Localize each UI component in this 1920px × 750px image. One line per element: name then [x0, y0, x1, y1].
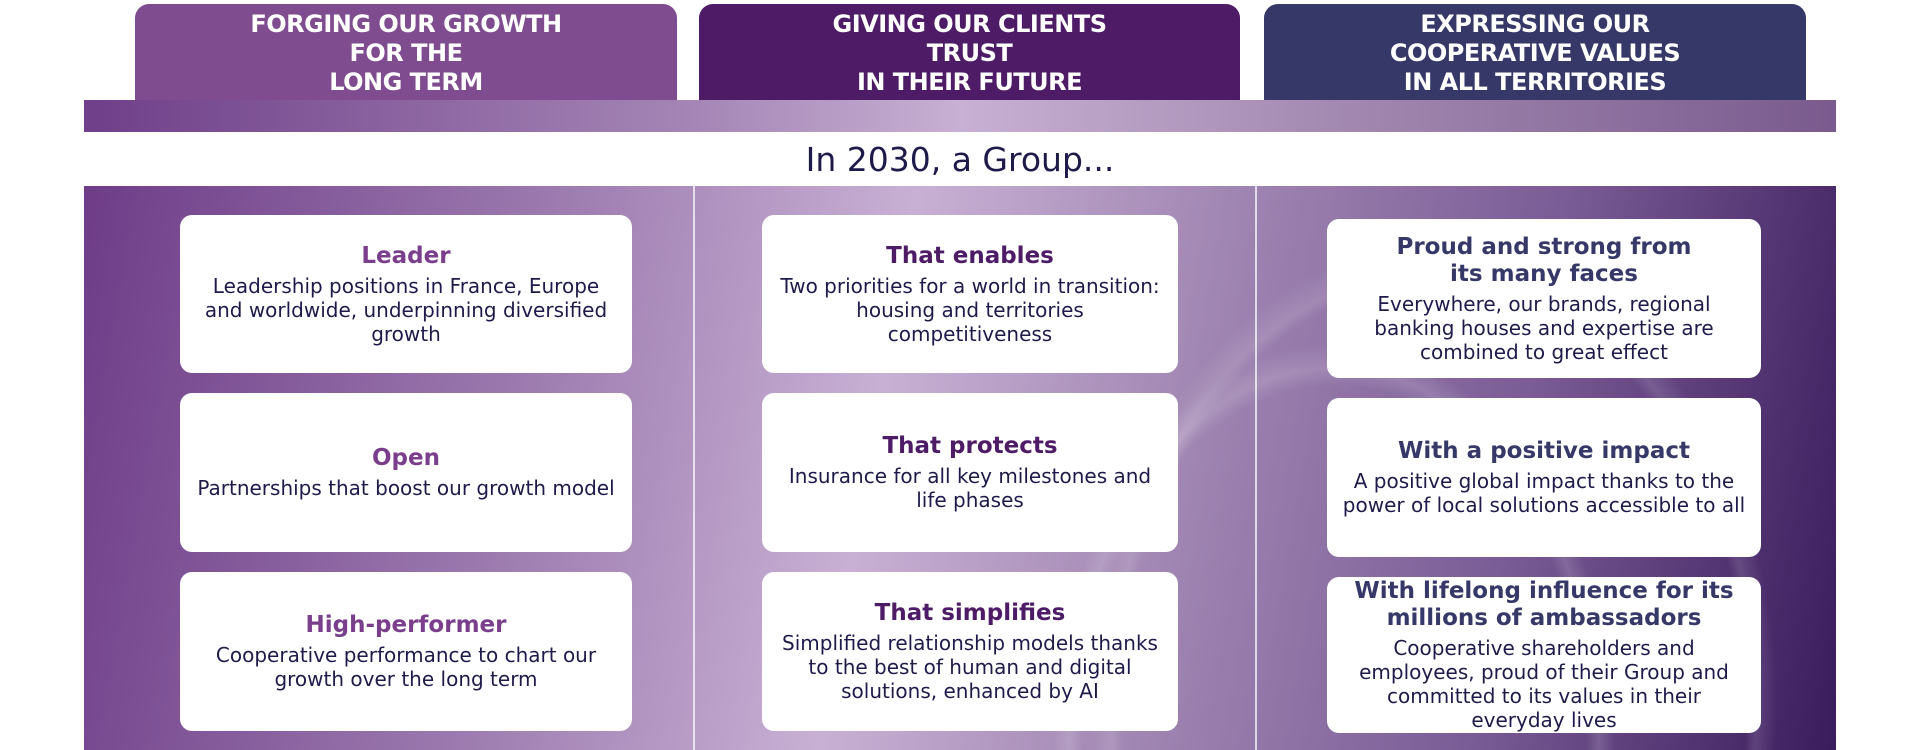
pillar-tab-growth: FORGING OUR GROWTH FOR THE LONG TERM	[135, 4, 677, 102]
card-title: Proud and strong from its many faces	[1396, 233, 1692, 287]
decorative-band	[84, 100, 1836, 132]
card-text: Everywhere, our brands, regional banking…	[1374, 291, 1714, 364]
column-divider	[1255, 186, 1257, 750]
column-divider	[693, 186, 695, 750]
pillar-tab-values: EXPRESSING OUR COOPERATIVE VALUES IN ALL…	[1264, 4, 1806, 102]
card-lifelong-influence: With lifelong influence for its millions…	[1327, 577, 1761, 733]
card-text: Cooperative performance to chart our gro…	[215, 643, 597, 691]
subtitle: In 2030, a Group...	[805, 139, 1115, 179]
card-text: Partnerships that boost our growth model	[197, 476, 615, 500]
card-title: Open	[372, 445, 440, 471]
card-title: High-performer	[305, 612, 507, 638]
card-positive-impact: With a positive impact A positive global …	[1327, 398, 1761, 557]
card-title: Leader	[361, 242, 451, 269]
pillar-tab-clients: GIVING OUR CLIENTS TRUST IN THEIR FUTURE	[699, 4, 1240, 102]
card-text: Two priorities for a world in transition…	[780, 273, 1160, 346]
card-title: That simplifies	[874, 600, 1066, 626]
card-text: Insurance for all key milestones and lif…	[788, 464, 1152, 512]
card-text: Leadership positions in France, Europe a…	[204, 273, 608, 346]
card-text: Cooperative shareholders and employees, …	[1359, 636, 1729, 732]
card-title: That enables	[886, 242, 1054, 269]
card-text: A positive global impact thanks to the p…	[1342, 469, 1746, 517]
card-title: With lifelong influence for its millions…	[1354, 578, 1734, 631]
card-title: With a positive impact	[1398, 438, 1690, 464]
card-title: That protects	[882, 433, 1058, 459]
card-text: Simplified relationship models thanks to…	[782, 631, 1158, 703]
